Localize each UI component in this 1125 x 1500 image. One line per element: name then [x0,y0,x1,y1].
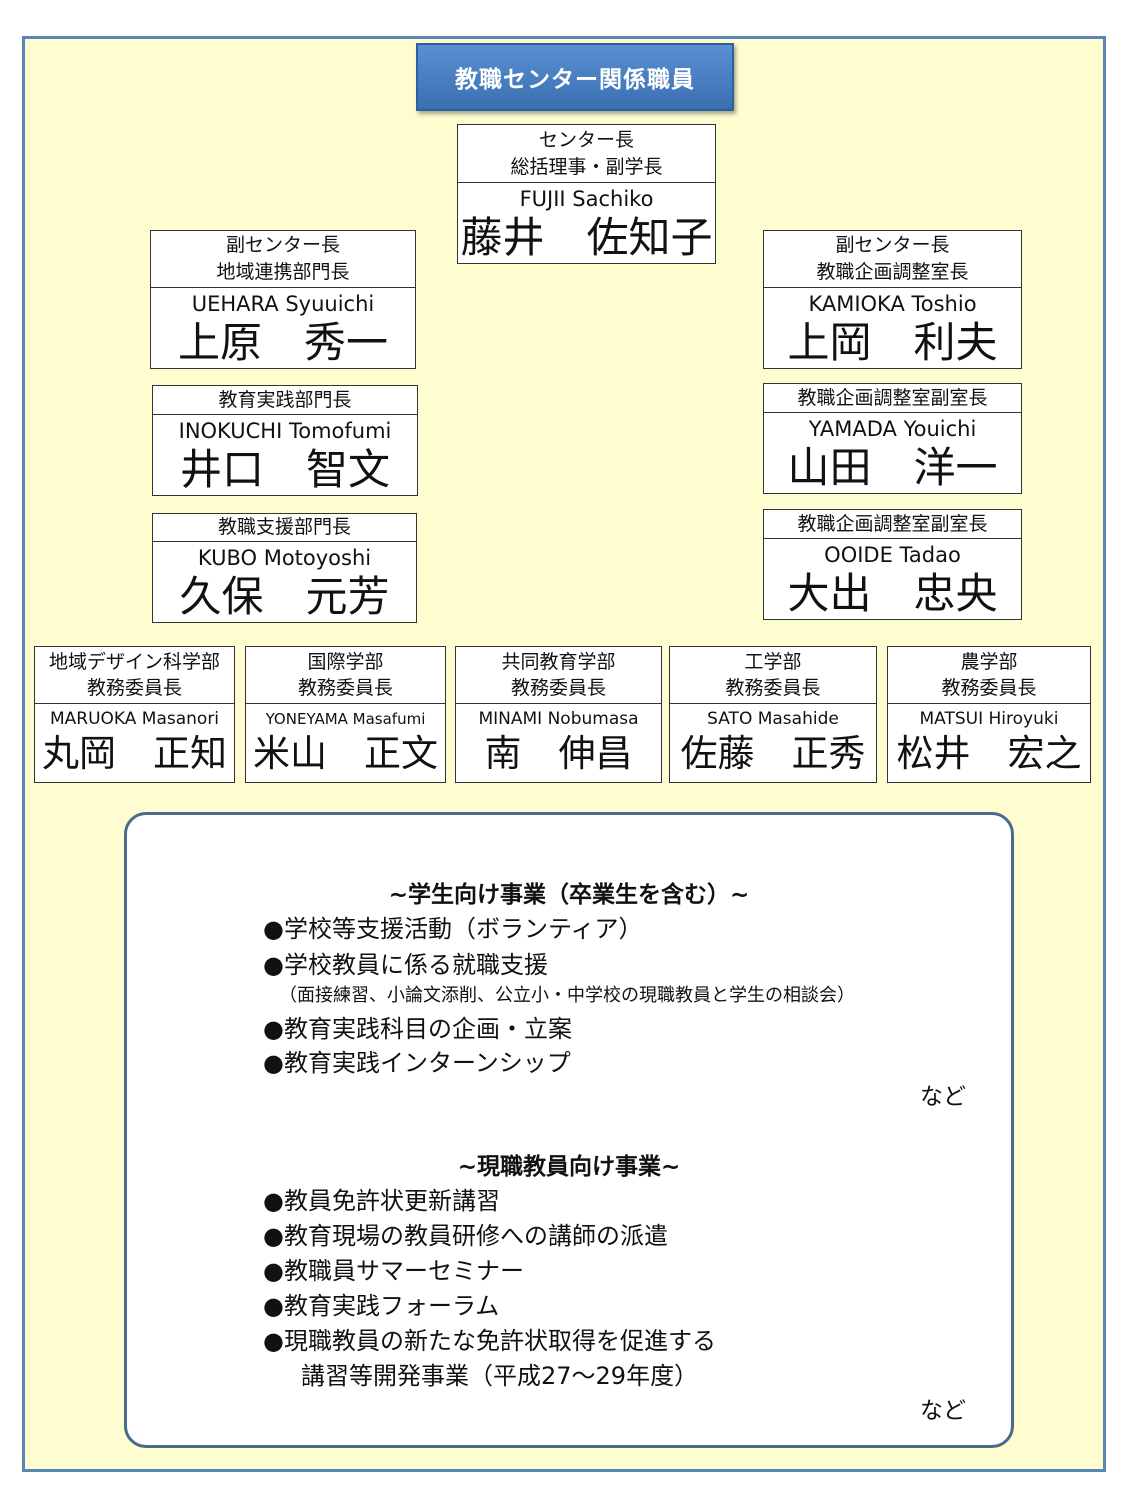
staff-role-2: 地域連携部門長 [216,261,350,283]
faculty-name: 松井 宏之 [896,732,1082,775]
faculty-role: 教務委員長 [297,677,393,699]
staff-romaji: KAMIOKA Toshio [808,292,977,316]
faculty-name: 米山 正文 [253,732,438,775]
teacher-program-item: ●教育現場の教員研修への講師の派遣 [263,1222,668,1250]
faculty-role: 教務委員長 [86,677,182,699]
teacher-program-item: ●教育実践フォーラム [263,1292,500,1320]
staff-name: 上岡 利夫 [787,318,998,367]
faculty-role: 教務委員長 [941,677,1037,699]
staff-name: 井口 智文 [179,445,390,494]
staff-role: 教職企画調整室副室長 [797,386,988,409]
activities-panel: ~学生向け事業（卒業生を含む）~ ●学校等支援活動（ボランティア） ●学校教員に… [124,812,1014,1448]
student-program-item: ●学校等支援活動（ボランティア） [263,915,643,943]
faculty-romaji: MATSUI Hiroyuki [919,709,1059,729]
staff-role: 教職支援部門長 [217,516,351,538]
staff-role: 教育実践部門長 [218,388,352,411]
student-program-item: ●教育実践科目の企画・立案 [263,1015,572,1043]
staff-name: 久保 元芳 [179,572,390,621]
page-title: 教職センター関係職員 [416,43,734,111]
faculty-role: 教務委員長 [725,677,821,699]
faculty-dept: 共同教育学部 [501,651,616,673]
staff-card-kubo: 教職支援部門長 KUBO Motoyoshi 久保 元芳 [152,513,417,623]
staff-romaji: YAMADA Youichi [808,417,977,441]
faculty-name: 佐藤 正秀 [680,732,866,775]
staff-role: 副センター長 [835,234,950,256]
staff-romaji: INOKUCHI Tomofumi [178,419,392,443]
director-role-2: 総括理事・副学長 [510,155,663,178]
staff-card-inokuchi: 教育実践部門長 INOKUCHI Tomofumi 井口 智文 [152,385,418,496]
student-program-item: ●教育実践インターンシップ [263,1049,571,1077]
staff-card-kamioka: 副センター長 教職企画調整室長 KAMIOKA Toshio 上岡 利夫 [763,230,1022,369]
staff-name: 上原 秀一 [177,318,388,367]
faculty-dept: 農学部 [960,651,1018,673]
staff-role: 教職企画調整室副室長 [797,512,988,535]
director-romaji: FUJII Sachiko [519,187,654,211]
staff-role-2: 教職企画調整室長 [816,261,969,283]
student-program-item: ●学校教員に係る就職支援 [263,951,548,979]
faculty-romaji: MINAMI Nobumasa [478,709,639,729]
staff-romaji: OOIDE Tadao [824,543,961,567]
staff-card-uehara: 副センター長 地域連携部門長 UEHARA Syuuichi 上原 秀一 [150,230,416,369]
staff-card-yamada: 教職企画調整室副室長 YAMADA Youichi 山田 洋一 [763,383,1022,494]
student-programs-heading: ~学生向け事業（卒業生を含む）~ [388,882,750,908]
director-name: 藤井 佐知子 [460,213,713,262]
faculty-romaji: YONEYAMA Masafumi [265,710,426,728]
teacher-programs-etc: など [920,1398,966,1424]
staff-role: 副センター長 [225,234,340,256]
faculty-card-maruoka: 地域デザイン科学部 教務委員長 MARUOKA Masanori 丸岡 正知 [34,646,235,783]
staff-card-ooide: 教職企画調整室副室長 OOIDE Tadao 大出 忠央 [763,509,1022,620]
faculty-role: 教務委員長 [510,677,606,699]
teacher-program-item: ●教員免許状更新講習 [263,1187,500,1215]
faculty-dept: 地域デザイン科学部 [48,651,220,673]
staff-name: 山田 洋一 [787,443,998,492]
staff-name: 大出 忠央 [787,569,998,618]
teacher-program-item-continued: 講習等開発事業（平成27～29年度） [301,1362,699,1390]
faculty-romaji: MARUOKA Masanori [49,709,220,729]
director-card: センター長 総括理事・副学長 FUJII Sachiko 藤井 佐知子 [457,124,716,264]
staff-romaji: KUBO Motoyoshi [197,546,372,570]
faculty-name: 南 伸昌 [484,732,633,775]
teacher-programs-heading: ~現職教員向け事業~ [457,1154,681,1180]
faculty-dept: 工学部 [744,651,802,673]
faculty-card-sato: 工学部 教務委員長 SATO Masahide 佐藤 正秀 [669,646,877,783]
director-role: センター長 [538,128,634,151]
teacher-program-item: ●教職員サマーセミナー [263,1257,524,1285]
faculty-card-matsui: 農学部 教務委員長 MATSUI Hiroyuki 松井 宏之 [887,646,1091,783]
staff-romaji: UEHARA Syuuichi [191,292,375,316]
faculty-romaji: SATO Masahide [707,709,839,729]
faculty-dept: 国際学部 [307,651,384,673]
teacher-program-item: ●現職教員の新たな免許状取得を促進する [263,1327,716,1355]
student-program-note: （面接練習、小論文添削、公立小・中学校の現職教員と学生の相談会） [279,985,855,1006]
faculty-name: 丸岡 正知 [42,732,227,775]
faculty-card-yoneyama: 国際学部 教務委員長 YONEYAMA Masafumi 米山 正文 [245,646,446,783]
faculty-card-minami: 共同教育学部 教務委員長 MINAMI Nobumasa 南 伸昌 [455,646,662,783]
student-programs-etc: など [920,1084,966,1110]
